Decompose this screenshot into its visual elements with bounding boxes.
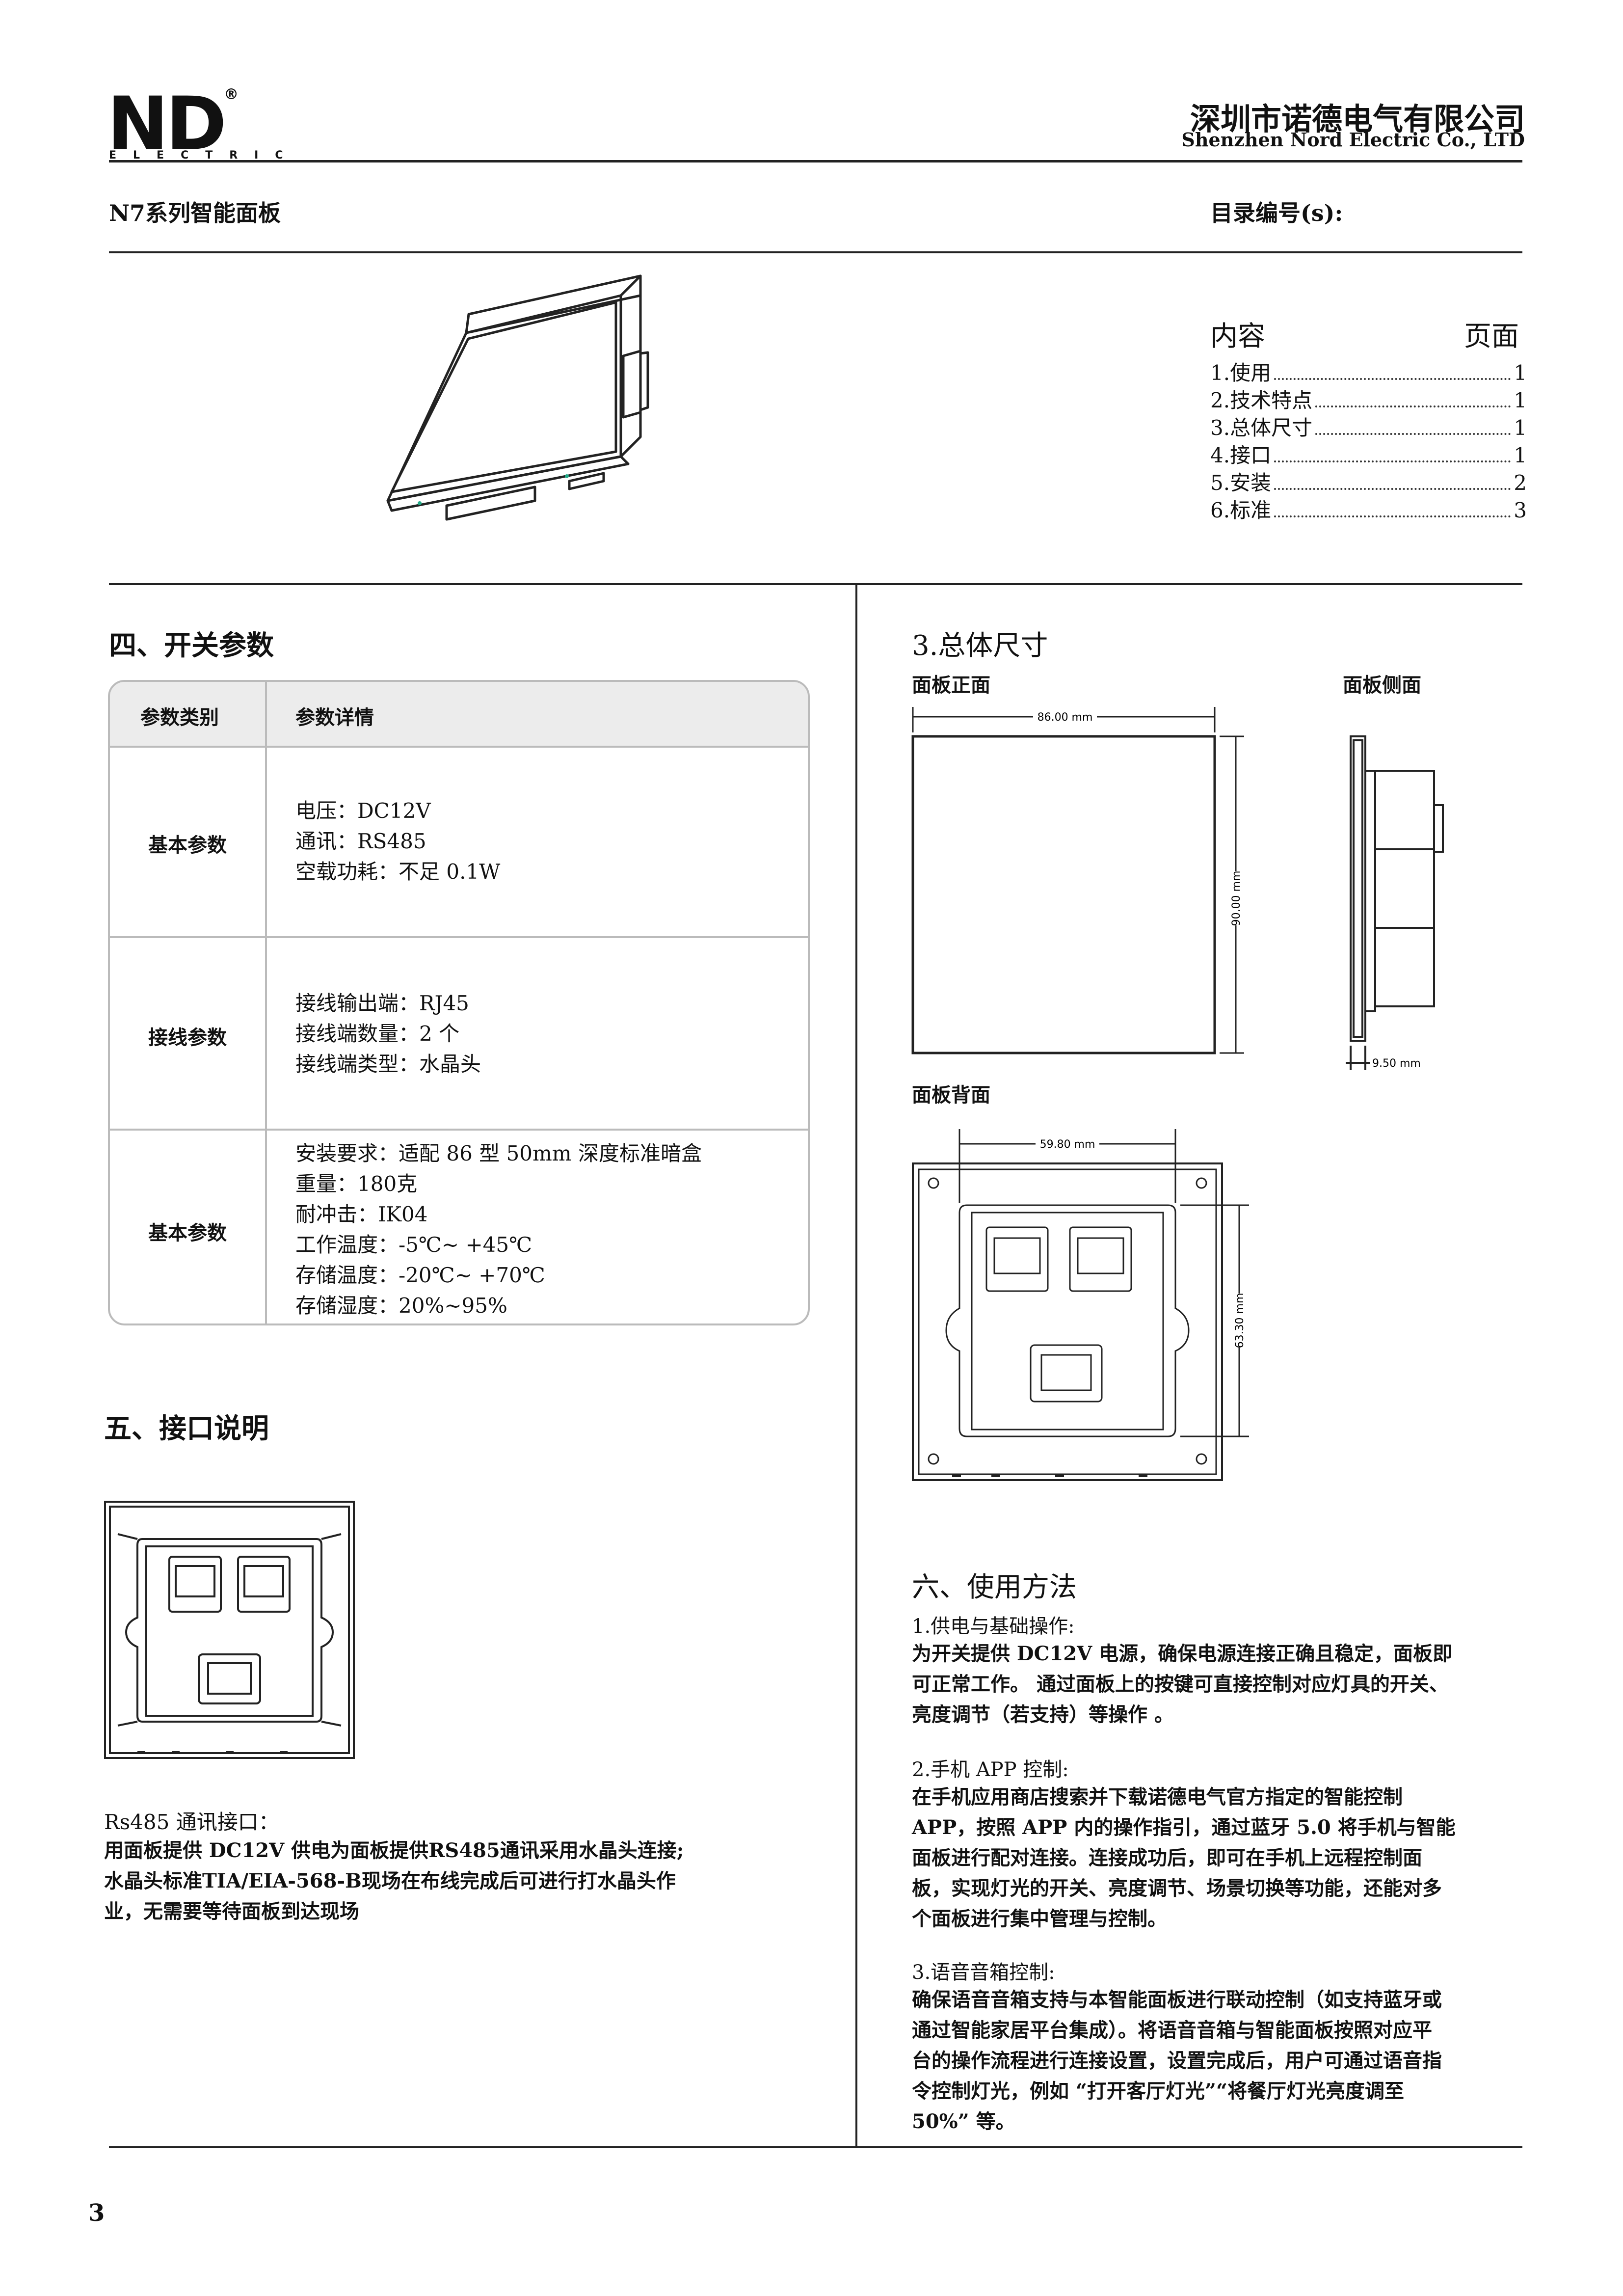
parameter-table: 参数类别 参数详情 基本参数 电压：DC12V 通讯：RS485 空载功耗：不足…	[108, 680, 810, 1325]
side-view-drawing: 9.50 mm	[1346, 735, 1444, 1070]
section6-title: 六、使用方法	[912, 1571, 1077, 1603]
usage-item-power: 1.供电与基础操作: 为开关提供 DC12V 电源，确保电源连接正确且稳定，面板…	[912, 1615, 1453, 1726]
title-rule	[109, 251, 1522, 253]
side-view-label: 面板侧面	[1343, 674, 1421, 697]
logo-text: ND	[107, 81, 227, 167]
registered-icon: ®	[224, 86, 239, 103]
page-number: 3	[88, 2199, 105, 2227]
table-header-row	[110, 682, 808, 748]
row2-category: 接线参数	[148, 1026, 227, 1049]
row2-details: 接线输出端：RJ45 接线端数量：2 个 接线端类型：水晶头	[295, 991, 481, 1076]
section4-title: 四、开关参数	[109, 629, 274, 662]
toc-header-page: 页面	[1464, 321, 1519, 352]
logo-subtitle: ELECTRIC	[109, 149, 300, 162]
series-title: N7系列智能面板	[109, 200, 281, 226]
company-name-cn: 深圳市诺德电气有限公司	[1190, 101, 1525, 137]
back-width-dim: 59.80 mm	[1040, 1138, 1095, 1151]
usage-item-voice: 3.语音音箱控制: 确保语音音箱支持与本智能面板进行联动控制（如支持蓝牙或 通过…	[912, 1961, 1442, 2133]
section-rule	[109, 583, 1522, 585]
product-illustration	[386, 274, 649, 521]
footer-rule	[109, 2146, 1522, 2148]
interface-back-illustration	[104, 1501, 355, 1759]
front-height-dim: 90.00 mm	[1230, 871, 1243, 926]
toc-header-content: 内容	[1210, 321, 1265, 352]
section5-title: 五、接口说明	[104, 1412, 269, 1445]
row1-category: 基本参数	[148, 834, 227, 857]
interface-caption: Rs485 通讯接口： 用面板提供 DC12V 供电为面板提供RS485通讯采用…	[104, 1806, 684, 1927]
interface-caption-line: 用面板提供 DC12V 供电为面板提供RS485通讯采用水晶头连接;	[104, 1839, 684, 1862]
catalog-number-label: 目录编号(s):	[1210, 200, 1343, 226]
section3-title: 3.总体尺寸	[912, 630, 1048, 662]
interface-caption-title: Rs485 通讯接口：	[104, 1810, 279, 1834]
interface-caption-line: 业，无需要等待面板到达现场	[104, 1900, 359, 1923]
column-divider	[855, 583, 857, 2147]
table-header-category: 参数类别	[140, 706, 219, 729]
logo-mark: ND®	[107, 86, 239, 162]
side-depth-dim: 9.50 mm	[1372, 1057, 1421, 1070]
front-view-drawing: 86.00 mm 90.00 mm	[911, 707, 1244, 1054]
front-view-label: 面板正面	[912, 674, 990, 697]
row3-category: 基本参数	[148, 1221, 227, 1244]
usage-item-app: 2.手机 APP 控制: 在手机应用商店搜索并下载诺德电气官方指定的智能控制 A…	[912, 1758, 1456, 1930]
back-view-label: 面板背面	[912, 1083, 990, 1107]
front-width-dim: 86.00 mm	[1038, 711, 1093, 724]
header-rule	[109, 160, 1522, 162]
back-height-dim: 63.30 mm	[1234, 1293, 1246, 1349]
row1-details: 电压：DC12V 通讯：RS485 空载功耗：不足 0.1W	[295, 799, 501, 884]
back-view-drawing: 59.80 mm 63.30 mm	[912, 1129, 1249, 1481]
company-name-en: Shenzhen Nord Electric Co., LTD	[1181, 129, 1525, 151]
row3-details: 安装要求：适配 86 型 50mm 深度标准暗盒 重量：180克 耐冲击：IK0…	[295, 1141, 702, 1318]
table-header-details: 参数详情	[295, 706, 374, 729]
interface-caption-line: 水晶头标准TIA/EIA-568-B现场在布线完成后可进行打水晶头作	[104, 1869, 676, 1892]
